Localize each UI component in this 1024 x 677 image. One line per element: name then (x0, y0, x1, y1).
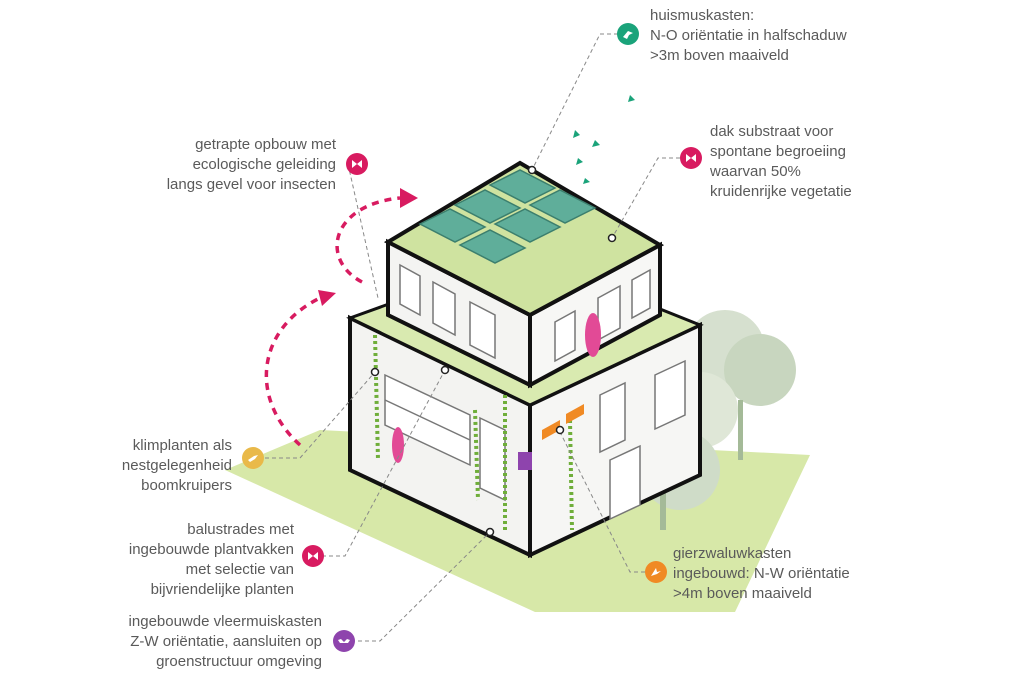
annotation-dak-substraat: dak substraat voor spontane begroeiing w… (710, 122, 852, 202)
annotation-line: Z-W oriëntatie, aansluiten op (130, 633, 322, 650)
swift-box (542, 420, 560, 440)
people (392, 313, 601, 463)
lower-windows-left (384, 373, 506, 502)
butterfly-icon (346, 153, 368, 175)
annotation-gierzwaluwkasten: gierzwaluwkasten ingebouwd: N-W oriëntat… (673, 544, 850, 604)
butterfly-icon (680, 147, 702, 169)
annotation-line: >3m boven maaiveld (650, 47, 789, 64)
annotation-line: dak substraat voor (710, 123, 834, 140)
annotation-balustrades: balustrades met ingebouwde plantvakken m… (100, 520, 294, 600)
bat-icon (333, 630, 355, 652)
bee-icon (302, 545, 324, 567)
annotation-getrapte-opbouw: getrapte opbouw met ecologische geleidin… (150, 135, 336, 195)
anchor-dots (370, 165, 617, 537)
climbing-plants (373, 334, 574, 531)
annotation-line: balustrades met (187, 521, 294, 538)
swift-box-2 (566, 404, 584, 424)
annotation-line: waarvan 50% (710, 163, 801, 180)
insect-flight-arrows (264, 196, 401, 447)
leader-lines (265, 33, 680, 642)
annotation-line: bijvriendelijke planten (150, 581, 294, 598)
annotation-line: boomkruipers (141, 477, 232, 494)
annotation-line: gierzwaluwkasten (673, 545, 792, 562)
sparrow-icon (617, 23, 639, 45)
annotation-line: ingebouwd: N-W oriëntatie (673, 565, 850, 582)
annotation-line: langs gevel voor insecten (166, 176, 336, 193)
solar-panels (418, 169, 597, 264)
arrowhead (318, 290, 336, 306)
annotation-line: N-O oriëntatie in halfschaduw (650, 27, 847, 44)
annotation-line: met selectie van (185, 561, 294, 578)
upper-windows (399, 263, 651, 363)
lower-windows-right (599, 359, 686, 521)
swift-icon (645, 561, 667, 583)
annotation-line: getrapte opbouw met (195, 136, 336, 153)
annotation-line: huismuskasten: (650, 7, 755, 24)
annotation-line: nestgelegenheid (121, 457, 232, 474)
annotation-klimplanten: klimplanten als nestgelegenheid boomkrui… (100, 436, 232, 496)
annotation-line: >4m boven maaiveld (673, 585, 812, 602)
annotation-line: groenstructuur omgeving (156, 653, 322, 670)
arrowhead (400, 188, 418, 208)
treecreeper-icon (242, 447, 264, 469)
bat-box (518, 452, 532, 470)
annotation-line: ingebouwde vleermuiskasten (128, 613, 322, 630)
annotation-vleermuiskasten: ingebouwde vleermuiskasten Z-W oriëntati… (100, 612, 322, 672)
annotation-line: ingebouwde plantvakken (128, 541, 294, 558)
annotation-line: ecologische geleiding (192, 156, 336, 173)
annotation-line: klimplanten als (132, 437, 232, 454)
flying-birds (573, 95, 635, 184)
annotation-line: kruidenrijke vegetatie (710, 183, 852, 200)
annotation-line: spontane begroeiing (710, 143, 846, 160)
annotation-huismuskasten: huismuskasten: N-O oriëntatie in halfsch… (650, 6, 847, 66)
